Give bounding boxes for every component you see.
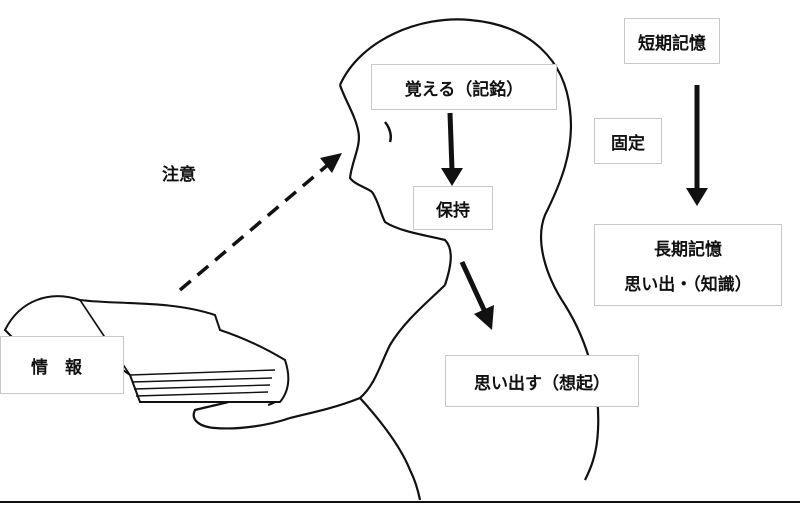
attention-label: 注意 [162,165,196,185]
recall-arrow [459,260,488,314]
arm-outline [192,284,446,430]
long-term-memory-sublabel: 思い出・（知識） [624,275,752,295]
person-outline [338,18,600,481]
recall-box: 思い出す（想起） [445,355,639,407]
short-term-memory-box: 短期記憶 [624,18,720,64]
memorize-box: 覚える（記銘） [371,64,557,110]
retain-box: 保持 [413,186,493,230]
attention-arrow [178,161,332,292]
retain-arrow [447,112,455,171]
book-pages [129,369,276,397]
torso-line [359,397,422,501]
recall-arrowhead [474,305,494,330]
retain-label: 保持 [436,200,470,221]
long-term-memory-label: 長期記憶 [654,240,722,260]
memorize-label: 覚える（記銘） [404,79,524,100]
retain-arrowhead [441,168,463,186]
consolidate-arrowhead [686,188,708,206]
consolidate-label: 固定 [611,133,645,154]
face-outline [338,84,452,286]
information-label: 情 報 [31,357,82,378]
short-term-memory-label: 短期記憶 [638,33,706,54]
long-term-memory-box: 長期記憶 思い出・（知識） [594,224,782,306]
ear-mark [384,121,393,143]
recall-label: 思い出す（想起） [474,373,610,394]
attention-arrowhead [320,153,342,173]
information-box: 情 報 [0,336,124,394]
consolidate-box: 固定 [594,118,662,164]
